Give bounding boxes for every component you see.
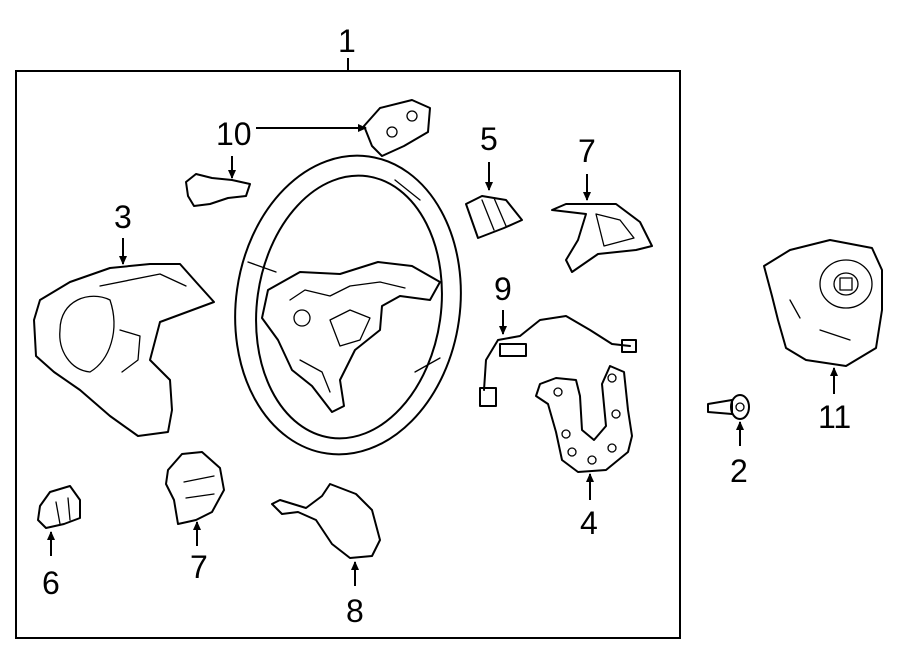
- callout-7a: 7: [578, 133, 596, 169]
- callout-2: 2: [730, 453, 748, 489]
- callout-10: 10: [216, 116, 252, 152]
- callout-1: 1: [338, 23, 356, 59]
- part-11-airbag: [763, 239, 883, 367]
- part-6-switch: [37, 485, 81, 529]
- part-8-lower-cover: [271, 483, 381, 559]
- part-9-harness: [479, 315, 637, 407]
- callout-6: 6: [42, 565, 60, 601]
- part-2-bolt: [707, 394, 750, 420]
- part-4-bracket: [535, 365, 633, 473]
- steering-wheel: [234, 154, 462, 456]
- callout-7b: 7: [190, 549, 208, 585]
- callout-9: 9: [494, 271, 512, 307]
- callout-3: 3: [114, 199, 132, 235]
- part-5-switch: [465, 195, 523, 239]
- callout-4: 4: [580, 505, 598, 541]
- part-7-lower-switch: [165, 451, 225, 525]
- part-10-bracket: [185, 99, 431, 207]
- callout-11: 11: [818, 399, 851, 435]
- part-7-upper-bezel: [551, 203, 653, 273]
- callout-8: 8: [346, 593, 364, 629]
- part-3-shroud: [33, 263, 215, 437]
- callout-5: 5: [480, 121, 498, 157]
